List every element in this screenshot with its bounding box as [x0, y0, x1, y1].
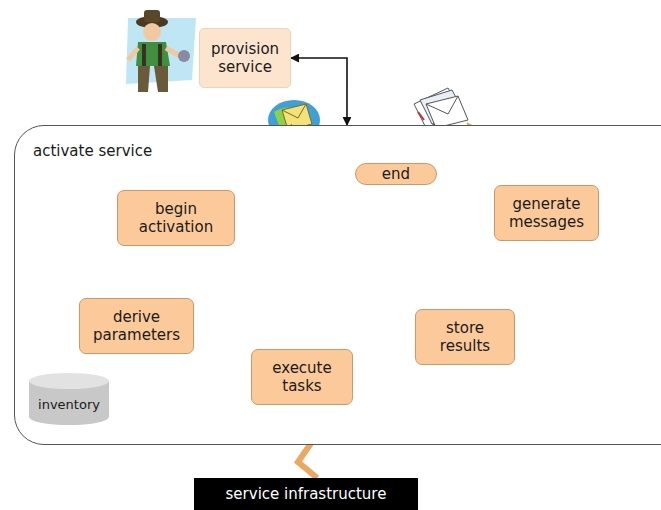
node-label: begin activation [124, 200, 228, 236]
process-box: generate messages [494, 185, 599, 241]
container-region: activate service begin activation derive p… [14, 125, 661, 445]
process-box: store results [415, 309, 515, 365]
system-box: service infrastructure [194, 478, 418, 510]
worker-clipart [144, 10, 160, 22]
node-label: store results [422, 319, 508, 355]
flow-arrow [291, 58, 347, 125]
worker-clipart [126, 10, 196, 92]
worker-clipart [138, 66, 150, 92]
envelopes-icon [414, 88, 468, 128]
worker-clipart [143, 23, 161, 41]
node-label: generate messages [501, 195, 592, 231]
worker-clipart [154, 66, 168, 92]
mail-globe-icon [282, 104, 306, 118]
database-cylinder: inventory [28, 372, 110, 426]
region-heading: activate service [33, 142, 152, 160]
worker-clipart [142, 44, 146, 66]
worker-clipart [158, 44, 162, 66]
process-box: execute tasks [251, 349, 353, 405]
envelopes-icon [426, 96, 458, 114]
worker-clipart [136, 42, 170, 66]
cylinder-top [29, 373, 109, 389]
worker-clipart [178, 50, 190, 62]
worker-clipart [166, 48, 180, 56]
envelopes-icon [418, 112, 424, 120]
node-label: inventory [38, 397, 100, 413]
node-label: provision service [206, 40, 284, 76]
process-box: derive parameters [79, 298, 194, 354]
envelopes-icon [426, 96, 468, 128]
process-box: begin activation [117, 190, 235, 246]
node-label: end [382, 165, 410, 183]
terminal-pill: end [355, 163, 437, 185]
node-label: derive parameters [86, 308, 187, 344]
node-label: execute tasks [258, 359, 346, 395]
node-label: service infrastructure [226, 485, 387, 503]
process-box: provision service [199, 28, 291, 88]
worker-clipart [128, 48, 138, 60]
